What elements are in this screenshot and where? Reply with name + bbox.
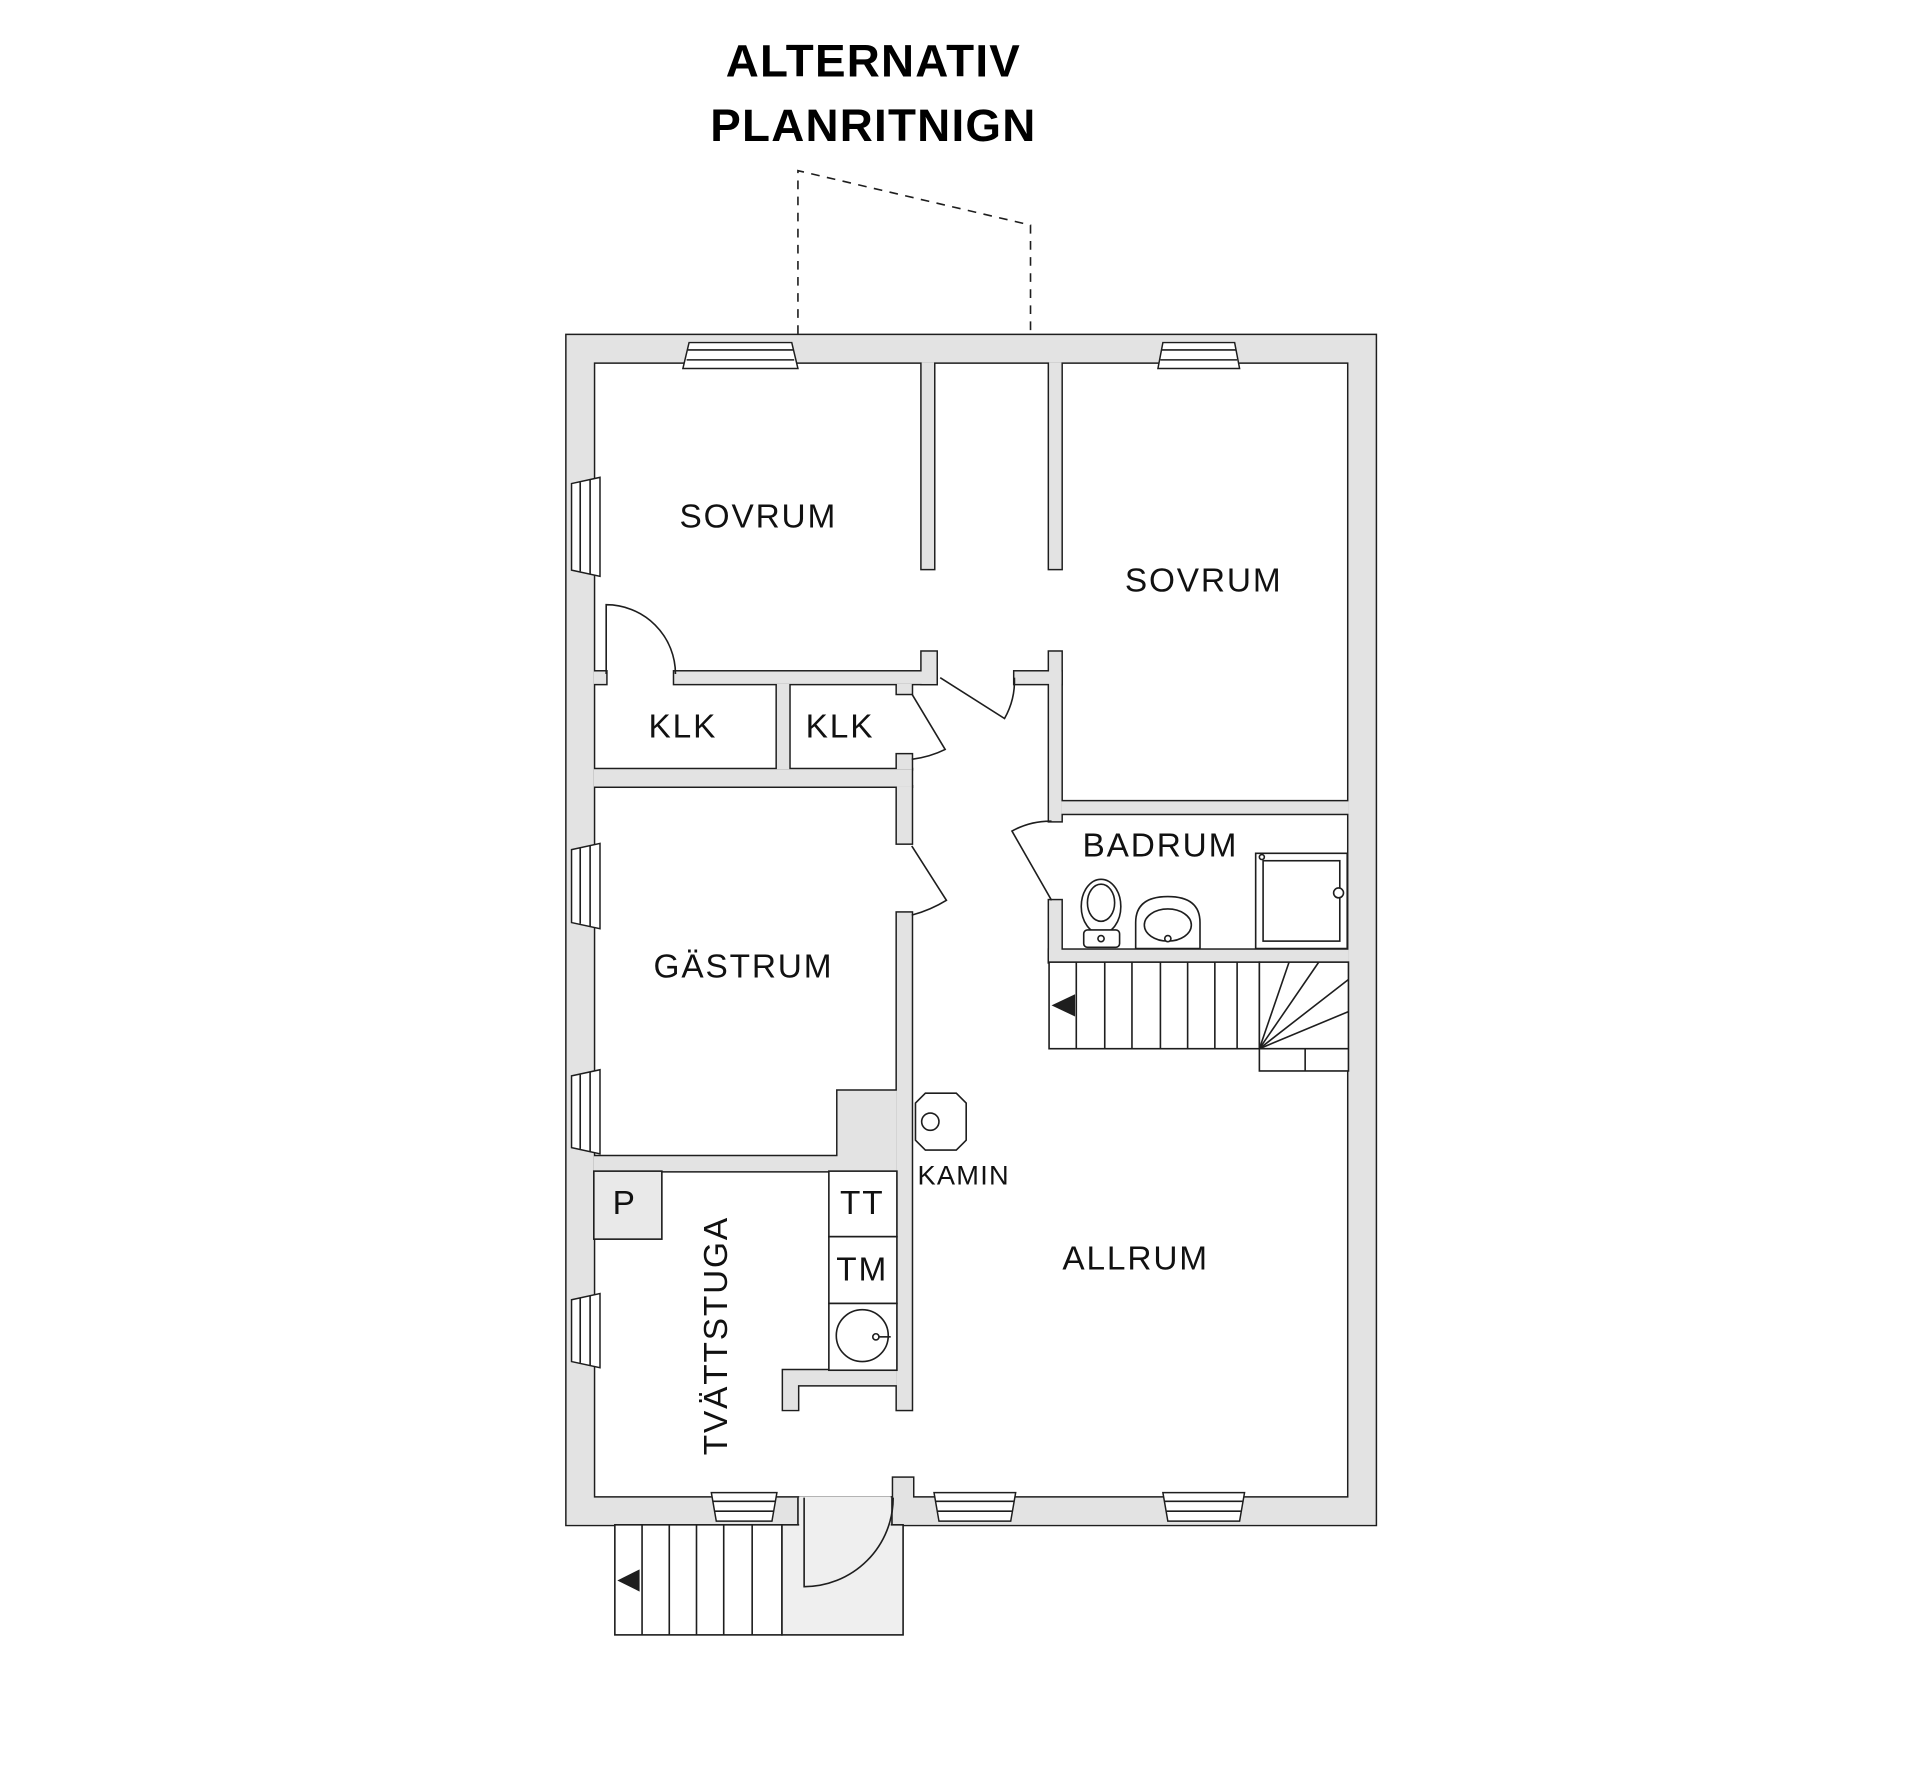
room-label-badrum: BADRUM — [1083, 827, 1239, 864]
tm-box — [828, 1235, 898, 1305]
fixture-label-tm: TM — [836, 1252, 888, 1289]
room-label-sovrum-east: SOVRUM — [1125, 563, 1283, 600]
fireplace-icon — [914, 1092, 967, 1151]
stairs-direction-arrow — [617, 1569, 640, 1592]
window-icon — [570, 1068, 601, 1155]
entrance-opening — [799, 1496, 891, 1527]
fixture-label-tt: TT — [840, 1185, 884, 1222]
stairs-icon — [614, 1524, 783, 1636]
door-swing-icon — [939, 677, 1016, 720]
window-icon — [710, 1491, 778, 1522]
window-icon — [1157, 341, 1241, 370]
window-icon — [570, 476, 601, 578]
window-icon — [681, 341, 799, 370]
stairs-icon — [1048, 961, 1350, 1072]
sink-icon — [1134, 895, 1201, 950]
door-swing-icon — [911, 693, 947, 761]
p-box — [593, 1170, 663, 1240]
toilet-icon — [1080, 878, 1122, 949]
door-swing-icon — [803, 1497, 894, 1588]
fixture-label-kamin: KAMIN — [918, 1159, 1010, 1190]
tt-box — [828, 1170, 898, 1238]
stairs-direction-arrow — [1051, 994, 1076, 1017]
fixture-label-p: P — [613, 1185, 637, 1222]
room-label-gastrum: GÄSTRUM — [654, 949, 834, 986]
door-swing-icon — [911, 845, 948, 916]
window-icon — [570, 842, 601, 930]
room-label-klk-1: KLK — [649, 709, 718, 746]
room-label-allrum: ALLRUM — [1062, 1240, 1209, 1277]
door-swing-icon — [1010, 820, 1053, 901]
window-icon — [1162, 1491, 1246, 1522]
plan-title-line-1: ALTERNATIV — [726, 36, 1021, 87]
room-label-klk-2: KLK — [806, 709, 875, 746]
room-label-sovrum-west: SOVRUM — [680, 498, 838, 535]
plan-title-line-2: PLANRITNIGN — [710, 100, 1036, 151]
room-label-tvattstuga: TVÄTTSTUGA — [698, 1216, 735, 1455]
shower-icon — [1254, 852, 1349, 950]
window-icon — [933, 1491, 1017, 1522]
window-icon — [570, 1292, 601, 1369]
entrance-landing — [781, 1524, 904, 1636]
alternative-outline — [797, 169, 1032, 334]
laundry-sink-icon — [828, 1302, 898, 1372]
door-swing-icon — [605, 603, 677, 674]
